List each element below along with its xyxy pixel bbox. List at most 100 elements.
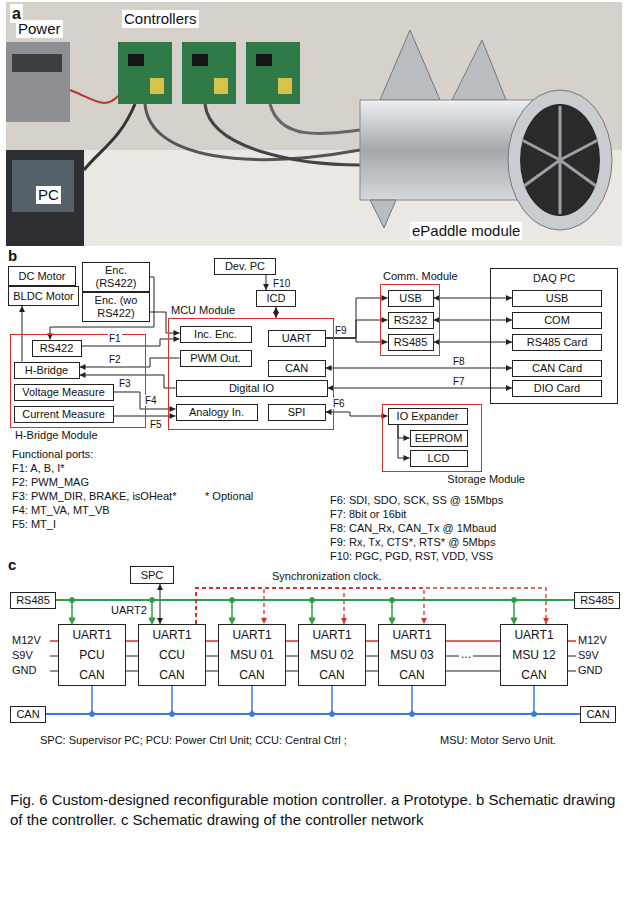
connector <box>196 588 427 624</box>
box-label: CAN <box>79 668 104 682</box>
power-display <box>12 54 62 72</box>
box-label: H-Bridge <box>25 364 68 377</box>
port-note: F7: 8bit or 16bit <box>330 508 406 521</box>
module-outline: Storage ModuleIO ExpanderEEPROMLCD <box>382 404 482 472</box>
block-box: Digital IO <box>176 380 328 397</box>
arrowhead <box>328 385 334 391</box>
connector <box>434 317 513 323</box>
unit-box: UART1PCUCAN <box>58 624 126 686</box>
box-label: IO Expander <box>397 410 459 423</box>
box-label: DIO Card <box>534 382 580 395</box>
block-box: H-Bridge <box>14 362 80 379</box>
rail-label: GND <box>12 664 36 677</box>
connector-line <box>82 339 180 346</box>
connector-line <box>196 588 424 624</box>
connector <box>326 365 513 371</box>
port-note: F8: CAN_Rx, CAN_Tx @ 1Mbaud <box>330 522 496 535</box>
block-box: DC Motor <box>8 266 76 286</box>
cable <box>205 104 360 165</box>
module-heading: DAQ PC <box>491 272 617 285</box>
block-box: CAN Card <box>512 360 602 377</box>
box-label: SPI <box>288 406 306 419</box>
block-box: RS232 <box>388 312 434 329</box>
box-label: CCU <box>159 648 185 662</box>
box-label: CAN <box>319 668 344 682</box>
signal-label: F3 <box>118 378 132 389</box>
block-box: Inc. Enc. <box>180 326 252 343</box>
connector-line <box>398 425 410 459</box>
connector-line <box>196 588 546 624</box>
connector <box>434 339 513 345</box>
connector <box>46 714 580 715</box>
chip <box>256 54 272 66</box>
box-label: RS485 <box>580 594 614 607</box>
connector <box>398 425 410 442</box>
connector <box>196 588 347 624</box>
connector-line <box>434 342 513 343</box>
block-box: CAN <box>268 360 326 377</box>
unit-box: UART1MSU 01CAN <box>218 624 286 686</box>
connector <box>157 584 163 624</box>
block-box: Enc. (RS422) <box>82 262 150 292</box>
box-label: UART1 <box>152 628 191 642</box>
signal-label: F6 <box>332 398 346 409</box>
box-label: MSU 01 <box>230 648 273 662</box>
box-label: Enc. (RS422) <box>86 264 146 290</box>
bus-drop <box>171 686 173 714</box>
module-outline: Comm. ModuleUSBRS232RS485 <box>380 284 440 356</box>
connector <box>56 600 574 601</box>
module-heading: H-Bridge Module <box>15 429 98 442</box>
signal-label: F8 <box>452 356 466 367</box>
block-box: UART <box>268 330 326 347</box>
box-label: RS422 <box>40 342 74 355</box>
rail-label: S9V <box>12 649 33 662</box>
connector <box>196 588 267 624</box>
connector-line <box>80 358 180 367</box>
connector-line <box>196 588 344 624</box>
arrowhead <box>80 364 86 370</box>
connector-line <box>56 599 574 601</box>
box-label: UART1 <box>514 628 553 642</box>
connector-line <box>434 298 513 299</box>
connector <box>114 413 176 419</box>
block-box: RS422 <box>32 340 82 357</box>
pc-screen <box>12 160 74 212</box>
module-heading: Storage Module <box>447 473 525 486</box>
port-note: F4: MT_VA, MT_VB <box>12 504 110 517</box>
box-label: Current Measure <box>22 408 105 421</box>
block-box: DIO Card <box>512 380 602 397</box>
module-heading: MCU Module <box>171 304 235 317</box>
panel-letter: c <box>8 556 16 574</box>
fan-blades <box>522 106 598 214</box>
connector <box>82 336 180 346</box>
chip <box>192 54 208 66</box>
connector-line <box>114 416 176 417</box>
rail-label: M12V <box>12 634 41 647</box>
box-label: CAN Card <box>532 362 582 375</box>
connector-line <box>326 298 388 338</box>
box-label: Voltage Measure <box>22 386 105 399</box>
block-box: RS485 <box>388 334 434 351</box>
rs485-drops <box>69 598 517 625</box>
footnote: * Optional <box>205 490 253 503</box>
connector <box>398 425 410 462</box>
chip <box>128 54 144 66</box>
box-label: LCD <box>427 452 449 465</box>
controller-board <box>182 42 236 104</box>
box-label: CAN <box>399 668 424 682</box>
connector-line <box>434 320 513 321</box>
cable <box>70 90 118 103</box>
panel-letter: b <box>8 247 17 265</box>
block-box: PWM Out. <box>180 350 252 367</box>
signal-label: Synchronization clock. <box>270 570 383 583</box>
signal-label: F1 <box>108 333 122 344</box>
connector <box>273 307 279 318</box>
box-label: CAN <box>159 668 184 682</box>
block-box: Enc. (wo RS422) <box>82 292 150 322</box>
module-heading: Comm. Module <box>383 270 458 283</box>
cable <box>145 104 360 159</box>
connector <box>326 338 388 345</box>
rail-label: GND <box>578 664 602 677</box>
